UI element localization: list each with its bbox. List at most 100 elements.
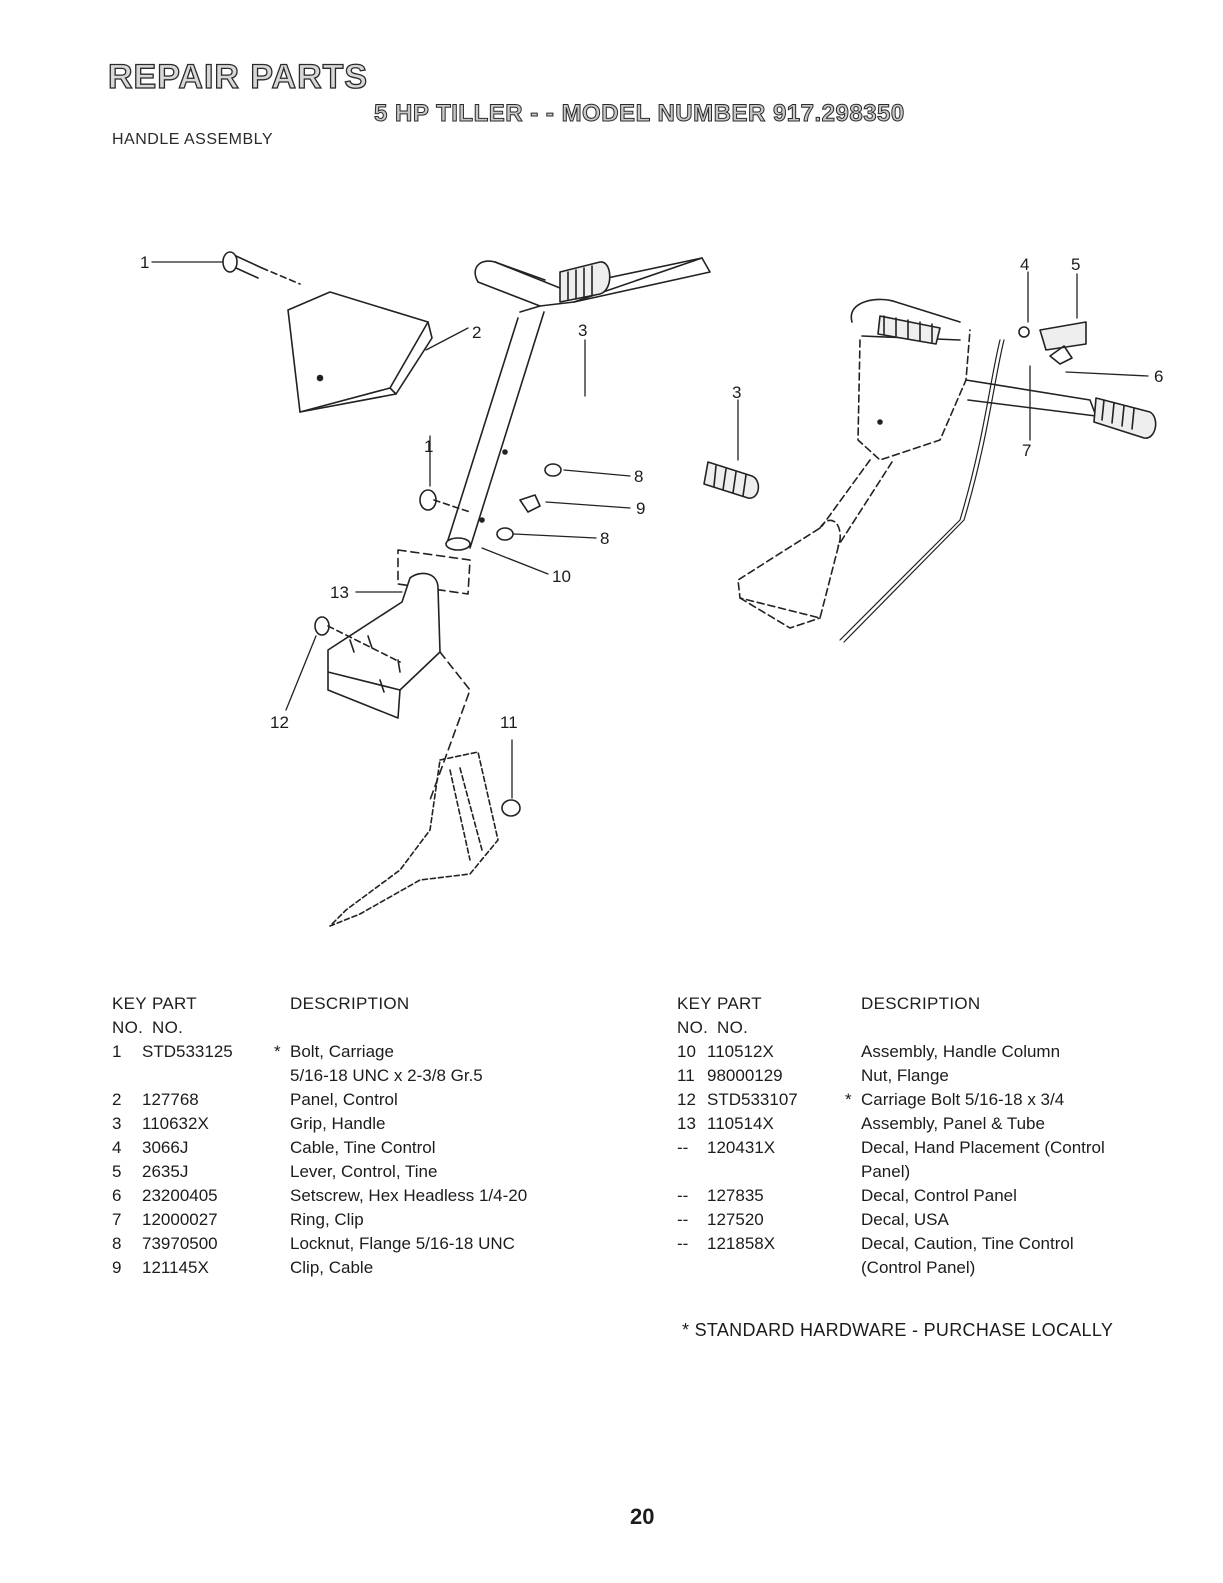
- hardware-drawing: [419, 463, 562, 541]
- part-description: Ring, Clip: [290, 1210, 364, 1229]
- part-description: Assembly, Handle Column: [861, 1042, 1061, 1061]
- standard-hardware-mark: *: [274, 1042, 281, 1061]
- standard-hardware-mark: [845, 1160, 861, 1184]
- standard-hardware-mark: [845, 1184, 861, 1208]
- standard-hardware-mark: [845, 1112, 861, 1136]
- handle-grip-drawing: [559, 261, 760, 499]
- right-assembly-drawing: [737, 298, 1157, 643]
- key-no: [677, 1160, 707, 1184]
- standard-hardware-mark: [845, 1208, 861, 1232]
- standard-hardware-mark: [845, 1256, 861, 1280]
- part-description: Panel, Control: [290, 1090, 398, 1109]
- key-no: --: [677, 1186, 689, 1205]
- callout-1b: 1: [424, 437, 433, 456]
- parts-row: 6 23200405 Setscrew, Hex Headless 1/4-20: [112, 1184, 527, 1208]
- header-part: PART: [152, 994, 197, 1013]
- model-subtitle: 5 HP TILLER - - MODEL NUMBER 917.298350: [374, 100, 905, 128]
- callout-1: 1: [140, 253, 149, 272]
- header-description: DESCRIPTION: [290, 994, 410, 1013]
- part-description: Panel): [861, 1162, 911, 1181]
- parts-row: 7 12000027 Ring, Clip: [112, 1208, 527, 1232]
- parts-row: 13 110514X Assembly, Panel & Tube: [677, 1112, 1105, 1136]
- part-description: (Control Panel): [861, 1258, 976, 1277]
- key-no: 10: [677, 1042, 696, 1061]
- part-no: 110514X: [707, 1114, 774, 1133]
- part-description: Assembly, Panel & Tube: [861, 1114, 1045, 1133]
- footnote: * STANDARD HARDWARE - PURCHASE LOCALLY: [682, 1320, 1114, 1340]
- standard-hardware-mark: [274, 1232, 290, 1256]
- part-description: Decal, USA: [861, 1210, 949, 1229]
- part-no: 12000027: [142, 1210, 218, 1229]
- callout-2: 2: [472, 323, 481, 342]
- table-header: KEY PART DESCRIPTION: [112, 992, 527, 1016]
- part-description: Setscrew, Hex Headless 1/4-20: [290, 1186, 528, 1205]
- part-no: [707, 1256, 845, 1280]
- standard-hardware-mark: [845, 1040, 861, 1064]
- page-number: 20: [630, 1504, 655, 1529]
- key-no: [677, 1256, 707, 1280]
- callout-12: 12: [270, 713, 289, 732]
- key-no: 2: [112, 1090, 122, 1109]
- callout-5: 5: [1071, 255, 1080, 274]
- key-no: 3: [112, 1114, 122, 1133]
- key-no: 7: [112, 1210, 122, 1229]
- parts-row: Panel): [677, 1160, 1105, 1184]
- standard-hardware-mark: [845, 1136, 861, 1160]
- parts-row: 10 110512X Assembly, Handle Column: [677, 1040, 1105, 1064]
- callout-8: 8: [634, 467, 643, 486]
- part-description: Lever, Control, Tine: [290, 1162, 438, 1181]
- callout-10: 10: [552, 567, 571, 586]
- carriage-bolt-drawing: [222, 251, 301, 285]
- panel-tube-drawing: [327, 549, 471, 801]
- carriage-bolt-drawing-12: [314, 616, 401, 663]
- part-description: 5/16-18 UNC x 2-3/8 Gr.5: [290, 1066, 483, 1085]
- standard-hardware-mark: [274, 1136, 290, 1160]
- part-no: STD533125: [142, 1042, 233, 1061]
- standard-hardware-mark: [274, 1088, 290, 1112]
- part-description: Carriage Bolt 5/16-18 x 3/4: [861, 1090, 1065, 1109]
- callout-8b: 8: [600, 529, 609, 548]
- callout-4: 4: [1020, 255, 1029, 274]
- part-no: STD533107: [707, 1090, 798, 1109]
- key-no: 1: [112, 1042, 122, 1061]
- parts-row: 5/16-18 UNC x 2-3/8 Gr.5: [112, 1064, 527, 1088]
- key-no: --: [677, 1138, 689, 1157]
- callout-3: 3: [578, 321, 587, 340]
- standard-hardware-mark: [274, 1064, 290, 1088]
- exploded-parts-diagram: 1 2 3 3 4 5 6 7 1 8 9 8 10 13 12 11: [140, 251, 1163, 927]
- callout-labels: 1 2 3 3 4 5 6 7 1 8 9 8 10 13 12 11: [140, 253, 1163, 732]
- key-no: 5: [112, 1162, 122, 1181]
- part-no: 23200405: [142, 1186, 218, 1205]
- part-description: Nut, Flange: [861, 1066, 949, 1085]
- part-description: Decal, Caution, Tine Control: [861, 1234, 1074, 1253]
- key-no: 6: [112, 1186, 122, 1205]
- key-no: 12: [677, 1090, 696, 1109]
- part-no: 120431X: [707, 1138, 776, 1157]
- key-no: 4: [112, 1138, 122, 1157]
- handle-drawing: [445, 257, 711, 551]
- callout-3b: 3: [732, 383, 741, 402]
- standard-hardware-mark: [845, 1064, 861, 1088]
- flange-nut-drawing: [501, 799, 521, 817]
- callout-9: 9: [636, 499, 645, 518]
- part-no: 110632X: [142, 1114, 209, 1133]
- part-description: Grip, Handle: [290, 1114, 386, 1133]
- standard-hardware-mark: *: [845, 1090, 852, 1109]
- header-key-no: NO.: [677, 1018, 709, 1037]
- header-part: PART: [717, 994, 762, 1013]
- part-no: 121858X: [707, 1234, 776, 1253]
- part-no: 121145X: [142, 1258, 209, 1277]
- callout-7: 7: [1022, 441, 1031, 460]
- key-no: 13: [677, 1114, 696, 1133]
- part-no: 110512X: [707, 1042, 774, 1061]
- table-header: KEY PART DESCRIPTION: [677, 992, 1105, 1016]
